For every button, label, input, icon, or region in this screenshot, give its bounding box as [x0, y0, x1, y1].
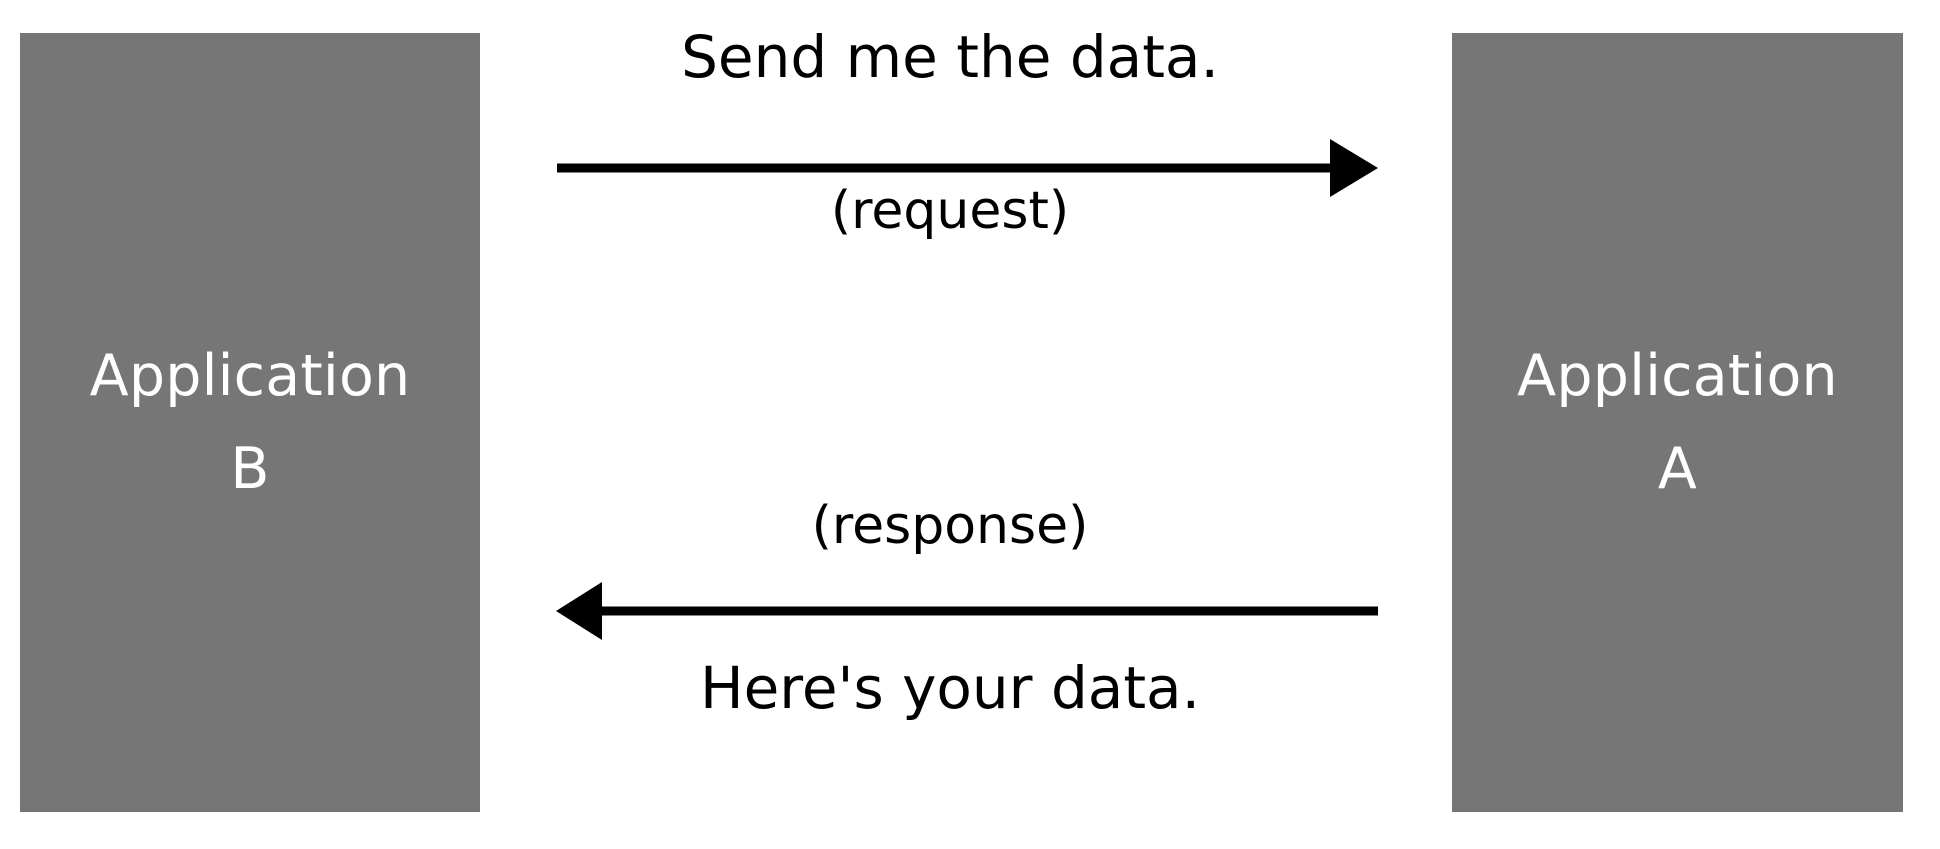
response-type-label: (response) — [811, 496, 1089, 556]
application-a-box: Application A — [1452, 33, 1903, 812]
response-arrow-icon — [556, 582, 1378, 640]
response-message-label: Here's your data. — [699, 654, 1201, 722]
request-type-label: (request) — [830, 181, 1070, 241]
application-a-label: Application A — [1517, 343, 1838, 502]
application-b-label: Application B — [89, 343, 411, 502]
application-b-box: Application B — [20, 33, 480, 812]
request-message-label: Send me the data. — [681, 23, 1219, 91]
